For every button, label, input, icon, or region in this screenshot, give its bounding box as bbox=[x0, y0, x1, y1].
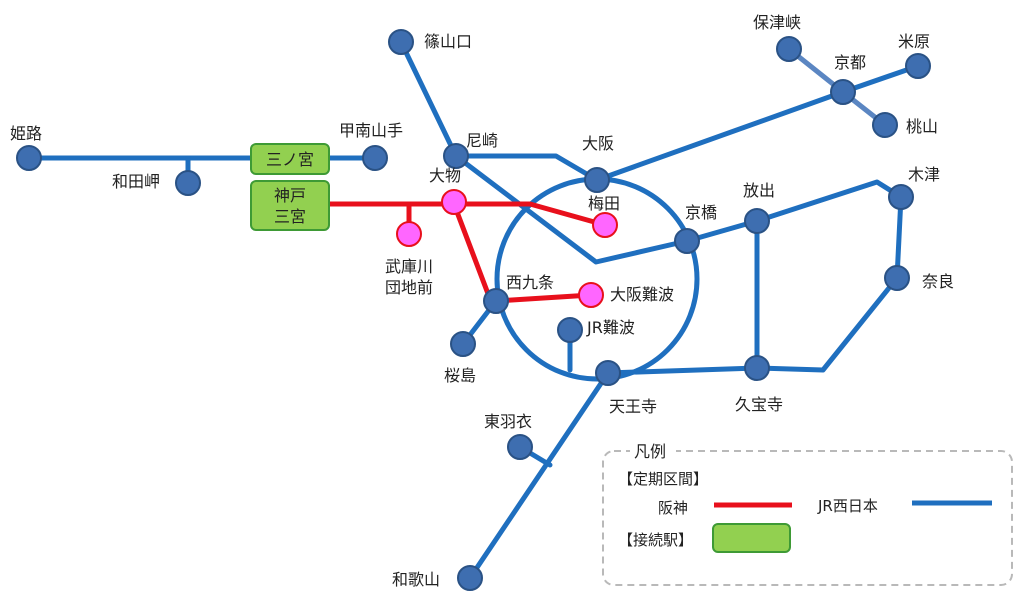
station-node-mukogawa[interactable] bbox=[396, 221, 422, 247]
legend-title: 凡例 bbox=[634, 442, 666, 461]
hanshin-lines bbox=[326, 201, 608, 304]
station-label-kyuhoji: 久宝寺 bbox=[735, 395, 783, 414]
station-node-kizu[interactable] bbox=[888, 184, 914, 210]
station-node-konan-yamate[interactable] bbox=[362, 145, 388, 171]
legend-section-regular: 【定期区間】 bbox=[618, 470, 708, 488]
station-label-daimotsu: 大物 bbox=[429, 166, 461, 185]
station-label-tennoji: 天王寺 bbox=[609, 397, 657, 416]
station-label-sannomiya: 三ノ宮 bbox=[266, 150, 314, 169]
jr-line-kizu-nara-tennoji bbox=[605, 194, 904, 376]
jr-line-kyoto-maibara bbox=[840, 63, 921, 95]
station-node-kyuhoji[interactable] bbox=[744, 355, 770, 381]
station-nodes bbox=[16, 29, 931, 591]
station-node-wakayama[interactable] bbox=[457, 565, 483, 591]
station-label-kobe-sannomiya-1: 神戸 bbox=[274, 186, 306, 205]
station-label-himeji: 姫路 bbox=[10, 124, 42, 143]
station-node-nara[interactable] bbox=[884, 265, 910, 291]
station-label-maibara: 米原 bbox=[898, 32, 930, 51]
station-label-jr-namba: JR難波 bbox=[586, 318, 635, 337]
station-label-umeda: 梅田 bbox=[588, 194, 620, 213]
legend: 凡例 【定期区間】 阪神 JR西日本 【接続駅】 bbox=[602, 440, 1013, 586]
station-label-nara: 奈良 bbox=[922, 272, 954, 291]
station-node-sasayamaguchi[interactable] bbox=[388, 29, 414, 55]
station-node-kyoto[interactable] bbox=[830, 79, 856, 105]
station-node-kyobashi[interactable] bbox=[674, 228, 700, 254]
jr-line-osaka-kyoto bbox=[594, 89, 846, 183]
station-label-higashihagoromo: 東羽衣 bbox=[484, 412, 532, 431]
legend-section-transfer: 【接続駅】 bbox=[618, 531, 693, 549]
station-label-momoyama: 桃山 bbox=[906, 117, 938, 136]
station-node-momoyama[interactable] bbox=[872, 112, 898, 138]
station-label-osaka-namba: 大阪難波 bbox=[610, 285, 674, 304]
station-label-nishikujo: 西九条 bbox=[506, 273, 554, 292]
legend-title-bg bbox=[630, 440, 676, 462]
hanshin-line-daimotsu-umeda bbox=[451, 201, 608, 228]
station-label-mukogawa-2: 団地前 bbox=[385, 278, 433, 297]
legend-hanshin-label: 阪神 bbox=[658, 499, 688, 517]
legend-jr-label: JR西日本 bbox=[817, 497, 878, 515]
station-node-wadamisaki[interactable] bbox=[175, 170, 201, 196]
station-label-amagasaki: 尼崎 bbox=[466, 131, 498, 150]
station-node-amagasaki[interactable] bbox=[443, 143, 469, 169]
legend-transfer-swatch bbox=[712, 523, 791, 553]
station-node-jr-namba[interactable] bbox=[557, 317, 583, 343]
station-node-tennoji[interactable] bbox=[595, 360, 621, 386]
station-label-mukogawa-1: 武庫川 bbox=[385, 257, 433, 276]
station-node-umeda[interactable] bbox=[592, 212, 618, 238]
station-node-osaka[interactable] bbox=[584, 167, 610, 193]
station-label-sakurajima: 桜島 bbox=[444, 366, 476, 385]
station-label-kyoto: 京都 bbox=[834, 53, 866, 72]
station-label-wadamisaki: 和田岬 bbox=[112, 172, 160, 191]
station-node-nishikujo[interactable] bbox=[483, 288, 509, 314]
station-label-sasayamaguchi: 篠山口 bbox=[424, 32, 472, 51]
station-node-hozukyo[interactable] bbox=[776, 36, 802, 62]
station-node-hanaten[interactable] bbox=[744, 208, 770, 234]
station-label-kizu: 木津 bbox=[908, 165, 940, 184]
jr-line-amagasaki-osaka bbox=[453, 153, 600, 183]
station-node-sakurajima[interactable] bbox=[450, 331, 476, 357]
station-node-maibara[interactable] bbox=[905, 53, 931, 79]
station-label-kobe-sannomiya-2: 三宮 bbox=[274, 207, 306, 226]
jr-line-tennoji-wakayama bbox=[467, 370, 611, 581]
station-label-konan-yamate: 甲南山手 bbox=[339, 121, 403, 140]
station-node-himeji[interactable] bbox=[16, 145, 42, 171]
station-label-wakayama: 和歌山 bbox=[392, 570, 440, 589]
station-label-kyobashi: 京橋 bbox=[685, 203, 717, 222]
station-label-hozukyo: 保津峡 bbox=[753, 13, 801, 32]
station-node-higashihagoromo[interactable] bbox=[507, 434, 533, 460]
jr-line-sasayamaguchi-amagasaki bbox=[398, 39, 459, 159]
transfer-box-kobe-sannomiya[interactable] bbox=[250, 180, 330, 231]
station-node-osaka-namba[interactable] bbox=[578, 282, 604, 308]
legend-frame bbox=[602, 450, 1013, 586]
transfer-box-sannomiya[interactable] bbox=[250, 143, 330, 175]
jr-line-amagasaki-kyobashi-kizu bbox=[453, 153, 904, 265]
station-label-hanaten: 放出 bbox=[743, 181, 775, 200]
station-label-osaka: 大阪 bbox=[582, 134, 614, 153]
station-node-daimotsu[interactable] bbox=[441, 189, 467, 215]
